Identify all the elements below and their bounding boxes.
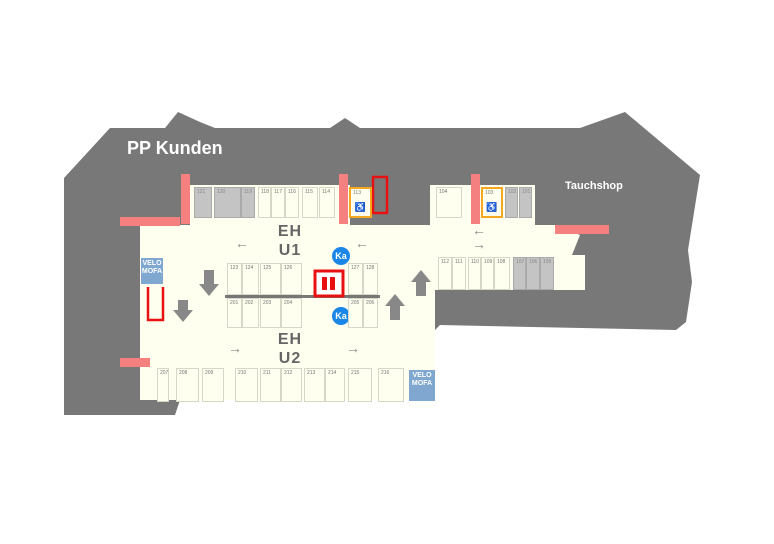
- level-floor: U1: [278, 242, 302, 259]
- lane-divider: [225, 295, 380, 298]
- parking-slot[interactable]: 212: [281, 368, 302, 402]
- exit-marks: [120, 174, 609, 367]
- parking-slot[interactable]: 121: [194, 187, 212, 218]
- elevator-icon: [313, 269, 345, 298]
- direction-right-icon: →: [472, 236, 486, 252]
- parking-slot[interactable]: 204: [281, 298, 302, 328]
- direction-left-icon: ←: [472, 222, 486, 238]
- parking-slot[interactable]: 126: [281, 263, 302, 295]
- map-title: PP Kunden: [127, 138, 223, 158]
- wheelchair-icon: ♿: [486, 202, 498, 212]
- parking-slot[interactable]: 201: [227, 298, 242, 328]
- level-floor: U2: [278, 350, 302, 367]
- level-label-upper: EH U1: [270, 222, 310, 260]
- parking-slot[interactable]: 216: [378, 368, 404, 402]
- parking-slot[interactable]: 114: [319, 187, 335, 218]
- parking-slot[interactable]: 209: [202, 368, 224, 402]
- parking-slot[interactable]: 107: [513, 257, 526, 290]
- parking-slot[interactable]: 111: [452, 257, 466, 290]
- parking-slot[interactable]: 118: [258, 187, 271, 218]
- parking-slot[interactable]: 120: [214, 187, 241, 218]
- ramp-arrows: [173, 270, 431, 322]
- parking-slot[interactable]: 105: [540, 257, 554, 290]
- cash-machine-icon[interactable]: Ka: [332, 307, 350, 325]
- parking-slot[interactable]: 123: [227, 263, 242, 295]
- stair-icon: [146, 175, 389, 322]
- accessible-parking-slot[interactable]: 103♿: [481, 187, 503, 218]
- parking-slot[interactable]: 213: [304, 368, 325, 402]
- mofa-text: MOFA: [411, 380, 433, 387]
- parking-slot[interactable]: 208: [176, 368, 199, 402]
- parking-slot[interactable]: 102: [505, 187, 518, 218]
- parking-slot[interactable]: 119: [241, 187, 255, 218]
- shop-label: Tauchshop: [565, 180, 623, 192]
- parking-slot[interactable]: 205: [348, 298, 363, 328]
- parking-slot[interactable]: 106: [526, 257, 540, 290]
- parking-slot[interactable]: 109: [481, 257, 494, 290]
- parking-slot[interactable]: 124: [242, 263, 259, 295]
- parking-slot[interactable]: 104: [436, 187, 462, 218]
- parking-slot[interactable]: 128: [363, 263, 378, 295]
- parking-slot[interactable]: 108: [494, 257, 510, 290]
- level-name: EH: [277, 331, 303, 348]
- parking-slot[interactable]: 202: [242, 298, 259, 328]
- parking-slot[interactable]: 125: [260, 263, 281, 295]
- parking-slot[interactable]: 127: [348, 263, 363, 295]
- parking-slot[interactable]: 211: [260, 368, 281, 402]
- parking-slot[interactable]: 210: [235, 368, 258, 402]
- direction-left-icon: ←: [235, 235, 249, 251]
- level-name: EH: [277, 223, 303, 240]
- parking-slot[interactable]: 214: [325, 368, 345, 402]
- parking-slot[interactable]: 116: [285, 187, 299, 218]
- velo-text: VELO: [412, 372, 432, 379]
- accessible-parking-slot[interactable]: 113♿: [349, 187, 372, 218]
- parking-slot[interactable]: 110: [468, 257, 481, 290]
- parking-slot[interactable]: 207: [157, 368, 169, 402]
- mofa-text: MOFA: [141, 268, 163, 275]
- direction-right-icon: →: [228, 340, 242, 356]
- level-label-lower: EH U2: [270, 330, 310, 368]
- direction-left-icon: ←: [355, 235, 369, 251]
- parking-slot[interactable]: 101: [519, 187, 532, 218]
- parking-slot[interactable]: 215: [348, 368, 372, 402]
- parking-slot[interactable]: 112: [438, 257, 452, 290]
- wheelchair-icon: ♿: [354, 202, 367, 212]
- direction-right-icon: →: [346, 340, 360, 356]
- parking-slot[interactable]: 203: [260, 298, 281, 328]
- parking-slot[interactable]: 206: [363, 298, 378, 328]
- cash-machine-icon[interactable]: Ka: [332, 247, 350, 265]
- parking-slot[interactable]: 117: [271, 187, 285, 218]
- velo-text: VELO: [142, 260, 162, 267]
- parking-slot[interactable]: 115: [302, 187, 318, 218]
